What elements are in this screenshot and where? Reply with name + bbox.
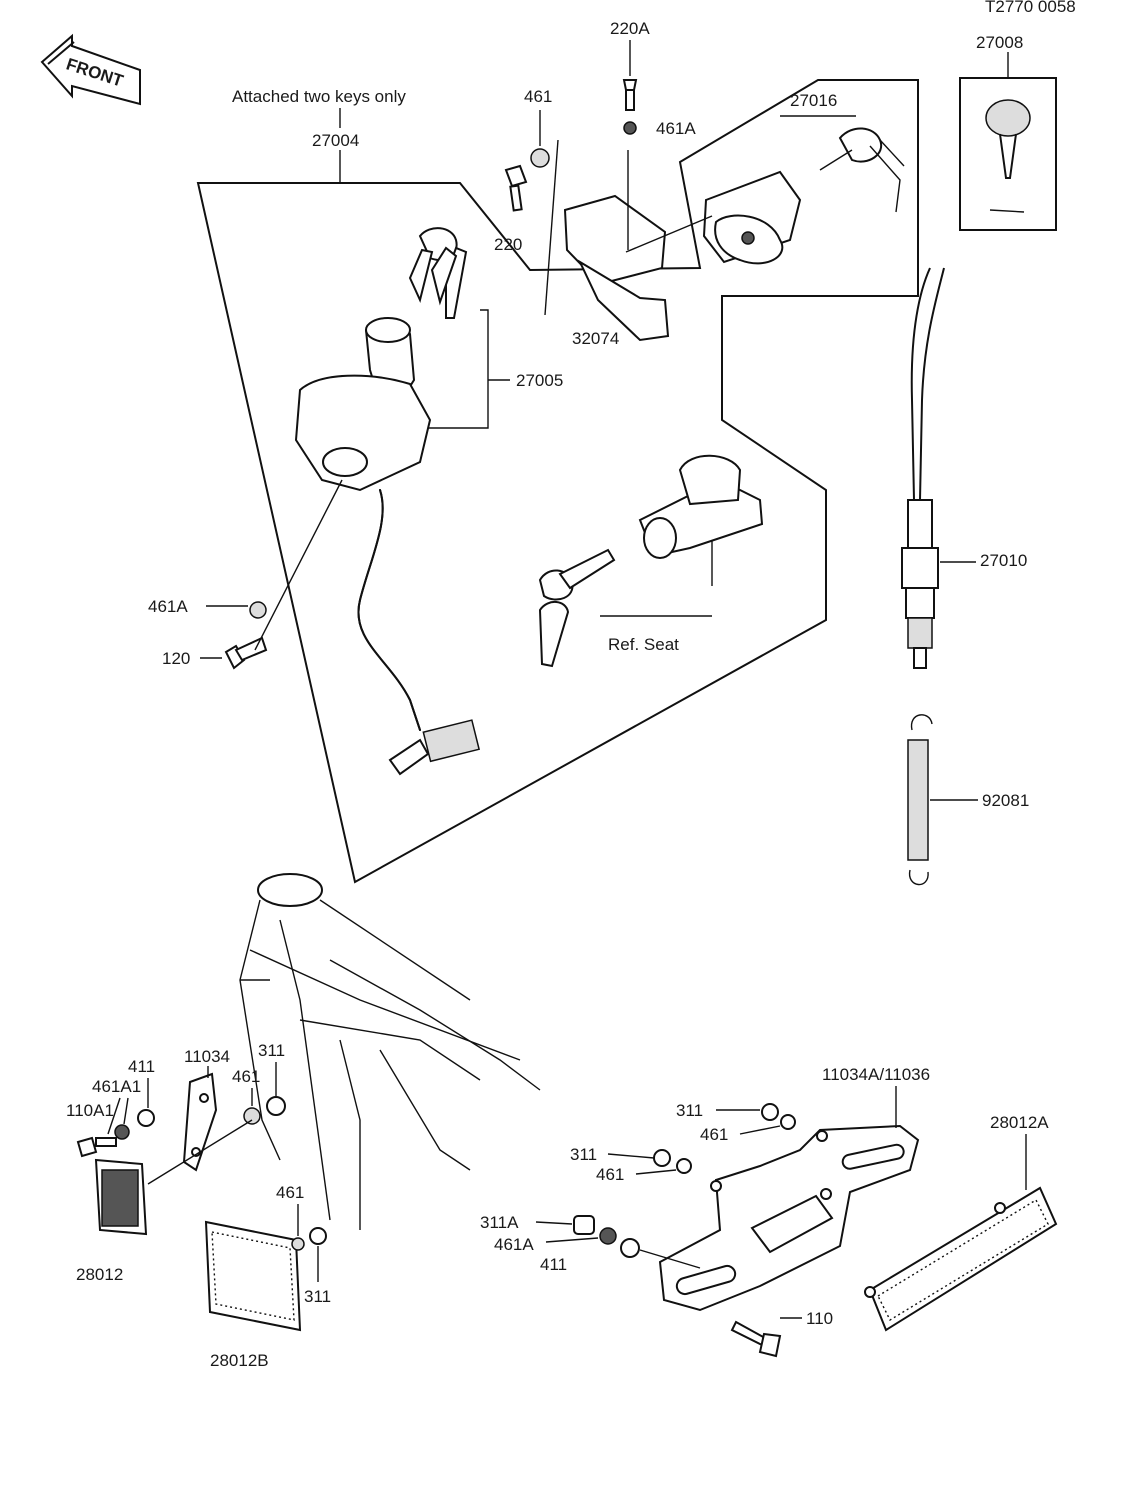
brake-switch-27010 (901, 267, 945, 669)
bracket-11034 (182, 1072, 218, 1172)
label-11034A-11036: 11034A/11036 (822, 1065, 930, 1084)
label-32074: 32074 (572, 329, 619, 348)
label-411-r: 411 (540, 1255, 567, 1274)
label-311-r1: 311 (676, 1101, 703, 1120)
label-311-r2: 311 (570, 1145, 597, 1164)
label-28012A: 28012A (990, 1113, 1049, 1132)
label-461A1: 461A1 (92, 1077, 141, 1096)
seat-lock-ref (538, 454, 764, 668)
spring-92081 (907, 714, 933, 886)
screw-220A (622, 79, 638, 135)
seat-lock-27016 (702, 127, 905, 265)
note-two-keys: Attached two keys only (232, 87, 406, 106)
frame-sketch (239, 873, 541, 1230)
screw-220 (504, 148, 550, 212)
ref-seat-note: Ref. Seat (608, 635, 679, 654)
label-461A-left: 461A (148, 597, 188, 616)
label-461-r2: 461 (596, 1165, 624, 1184)
reflector-28012B (204, 1220, 302, 1332)
ignition-switch-body (294, 317, 481, 776)
label-311-b: 311 (304, 1287, 331, 1306)
fork-lock-32074 (563, 194, 670, 342)
outline-32074-left (544, 139, 559, 316)
key-card-27008 (959, 77, 1057, 231)
label-220: 220 (494, 235, 522, 254)
label-27010: 27010 (980, 551, 1027, 570)
label-411-left: 411 (128, 1057, 155, 1076)
front-arrow-icon (40, 33, 141, 106)
label-120: 120 (162, 649, 190, 668)
label-461-top: 461 (524, 87, 552, 106)
label-461A-r: 461A (494, 1235, 534, 1254)
label-461-mid: 461 (232, 1067, 260, 1086)
label-220A: 220A (610, 19, 650, 38)
assembly-27004-outline (196, 79, 919, 884)
label-311A: 311A (480, 1213, 519, 1232)
label-11034: 11034 (184, 1047, 230, 1066)
bracket-11034A (658, 1124, 920, 1312)
reflector-28012 (94, 1158, 148, 1236)
label-110A1: 110A1 (66, 1101, 114, 1120)
label-28012: 28012 (76, 1265, 123, 1284)
screw-120 (224, 601, 268, 670)
fasteners-right (573, 1103, 796, 1358)
diagram-code: T2770 0058 (985, 0, 1076, 16)
fasteners-left (76, 1096, 286, 1158)
label-27005: 27005 (516, 371, 563, 390)
reflector-28012A (864, 1186, 1058, 1332)
label-27004: 27004 (312, 131, 359, 150)
label-28012B: 28012B (210, 1351, 269, 1370)
label-27008: 27008 (976, 33, 1023, 52)
keys-27005 (408, 227, 468, 319)
label-461-b: 461 (276, 1183, 304, 1202)
label-461-r1: 461 (700, 1125, 728, 1144)
label-110: 110 (806, 1309, 833, 1328)
label-461A-top: 461A (656, 119, 696, 138)
label-92081: 92081 (982, 791, 1029, 810)
label-27016: 27016 (790, 91, 837, 110)
label-311-mid: 311 (258, 1041, 285, 1060)
